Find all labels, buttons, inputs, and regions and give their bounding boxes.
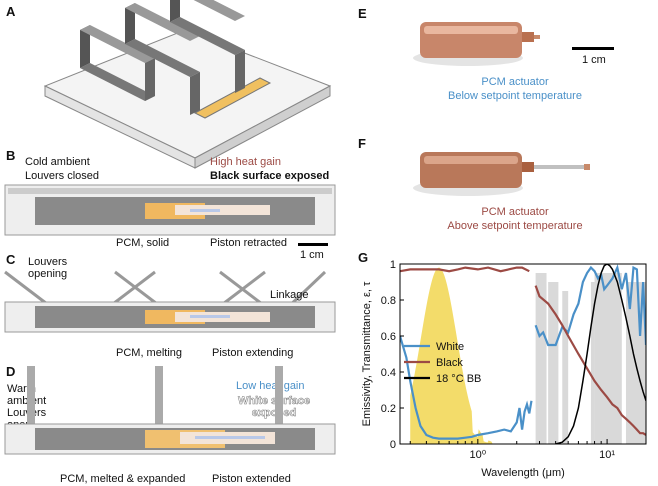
spectrum-chart: 0 0.2 0.4 0.6 0.8 1 10⁰ 10¹ Wavelength (μm) Emiss…: [361, 259, 647, 479]
pcm-melted-label: PCM, melted & expanded: [60, 473, 186, 485]
panel-g-letter: G: [358, 250, 369, 265]
pcm-actuator-label-e: PCM actuator: [481, 76, 549, 88]
legend-label: White: [436, 341, 464, 353]
scale-bar-b: [298, 243, 328, 246]
actuator-photo-below: [413, 22, 540, 66]
louvers-opening-label: Louvers opening: [28, 256, 67, 280]
series-line-18-c-bb: [555, 264, 646, 444]
solar-spectrum: [410, 267, 530, 444]
high-heat-gain-label: High heat gain: [210, 156, 281, 168]
panel-c-section: [4, 270, 336, 333]
piston-extended-label: Piston extended: [212, 473, 291, 485]
panel-f-letter: F: [358, 136, 366, 151]
panel-b-section: [4, 184, 336, 236]
legend-label: Black: [436, 357, 463, 369]
y-axis-label: Emissivity, Transmittance, ε, τ: [361, 281, 373, 426]
x-tick-label: 10¹: [599, 449, 615, 461]
scale-bar-e: [572, 47, 614, 50]
panel-c-letter: C: [6, 252, 16, 267]
y-tick-label: 1: [390, 259, 396, 271]
actuator-photo-above: [413, 152, 590, 196]
y-tick-label: 0.2: [381, 403, 396, 415]
legend-label: 18 °C BB: [436, 373, 481, 385]
series-line-white: [400, 335, 533, 440]
piston-extending-label: Piston extending: [212, 347, 294, 359]
panel-a-letter: A: [6, 4, 16, 19]
pcm-actuator-label-f: PCM actuator: [481, 206, 549, 218]
panel-a-illustration: [43, 0, 332, 169]
plot-area: 0 0.2 0.4 0.6 0.8 1 10⁰ 10¹ Wavelength (μm) Emiss…: [361, 259, 647, 479]
y-tick-label: 0.8: [381, 295, 396, 307]
linkage-label: Linkage: [270, 289, 309, 301]
series-line-black: [400, 266, 530, 273]
panel-d-section: [4, 366, 336, 455]
atmosphere-band: [535, 273, 547, 444]
series-line-black: [534, 285, 646, 436]
y-tick-label: 0: [390, 439, 396, 451]
piston-retracted-label: Piston retracted: [210, 237, 288, 249]
atmosphere-band: [590, 282, 595, 444]
pcm-melting-label: PCM, melting: [116, 347, 183, 359]
x-axis-label: Wavelength (μm): [481, 467, 565, 479]
pcm-solid-label: PCM, solid: [116, 237, 170, 249]
atmosphere-band: [548, 282, 559, 444]
scale-label-b: 1 cm: [300, 249, 324, 261]
y-tick-label: 0.6: [381, 331, 396, 343]
y-tick-label: 0.4: [381, 367, 396, 379]
low-heat-gain-label: Low heat gain: [236, 380, 305, 392]
below-setpoint-label: Below setpoint temperature: [448, 90, 582, 102]
atmosphere-band: [562, 291, 569, 444]
atmosphere-band: [594, 273, 622, 444]
louvers-opening-text: Louvers opening: [28, 256, 68, 280]
scale-label-e: 1 cm: [582, 54, 606, 66]
panel-d-letter: D: [6, 364, 16, 379]
plot-frame: [399, 263, 647, 445]
cold-ambient-label: Cold ambient: [25, 156, 90, 168]
panel-b-letter: B: [6, 148, 16, 163]
above-setpoint-label: Above setpoint temperature: [447, 220, 583, 232]
panel-e-letter: E: [358, 6, 367, 21]
x-tick-label: 10⁰: [469, 449, 486, 461]
black-surface-label: Black surface exposed: [210, 170, 330, 182]
series-line-white: [534, 264, 646, 347]
louvers-closed-label: Louvers closed: [25, 170, 99, 182]
plot-clip-group: [400, 264, 646, 444]
